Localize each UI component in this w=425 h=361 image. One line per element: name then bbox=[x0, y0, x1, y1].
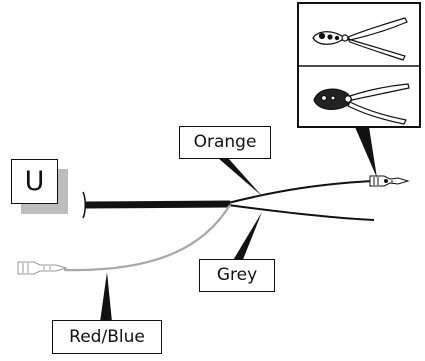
orange-wire bbox=[227, 180, 373, 204]
grey-wire-label: Grey bbox=[199, 259, 275, 292]
red-blue-wire-terminal bbox=[17, 261, 68, 275]
wire-stripper-icon bbox=[312, 17, 408, 61]
cable-jacket bbox=[84, 200, 231, 209]
tool-panel-pointer bbox=[355, 127, 377, 178]
orange-wire-terminal bbox=[369, 175, 410, 187]
crimping-pliers-icon bbox=[313, 83, 410, 125]
red-blue-pointer bbox=[100, 272, 112, 322]
orange-pointer bbox=[218, 158, 262, 196]
grey-wire bbox=[227, 204, 375, 221]
connector-label: U bbox=[11, 159, 58, 204]
red-blue-wire-label: Red/Blue bbox=[52, 320, 162, 354]
cable-end-cap bbox=[82, 191, 86, 219]
orange-wire-label: Orange bbox=[179, 126, 271, 159]
red-blue-wire bbox=[63, 204, 231, 272]
grey-pointer bbox=[232, 212, 262, 262]
